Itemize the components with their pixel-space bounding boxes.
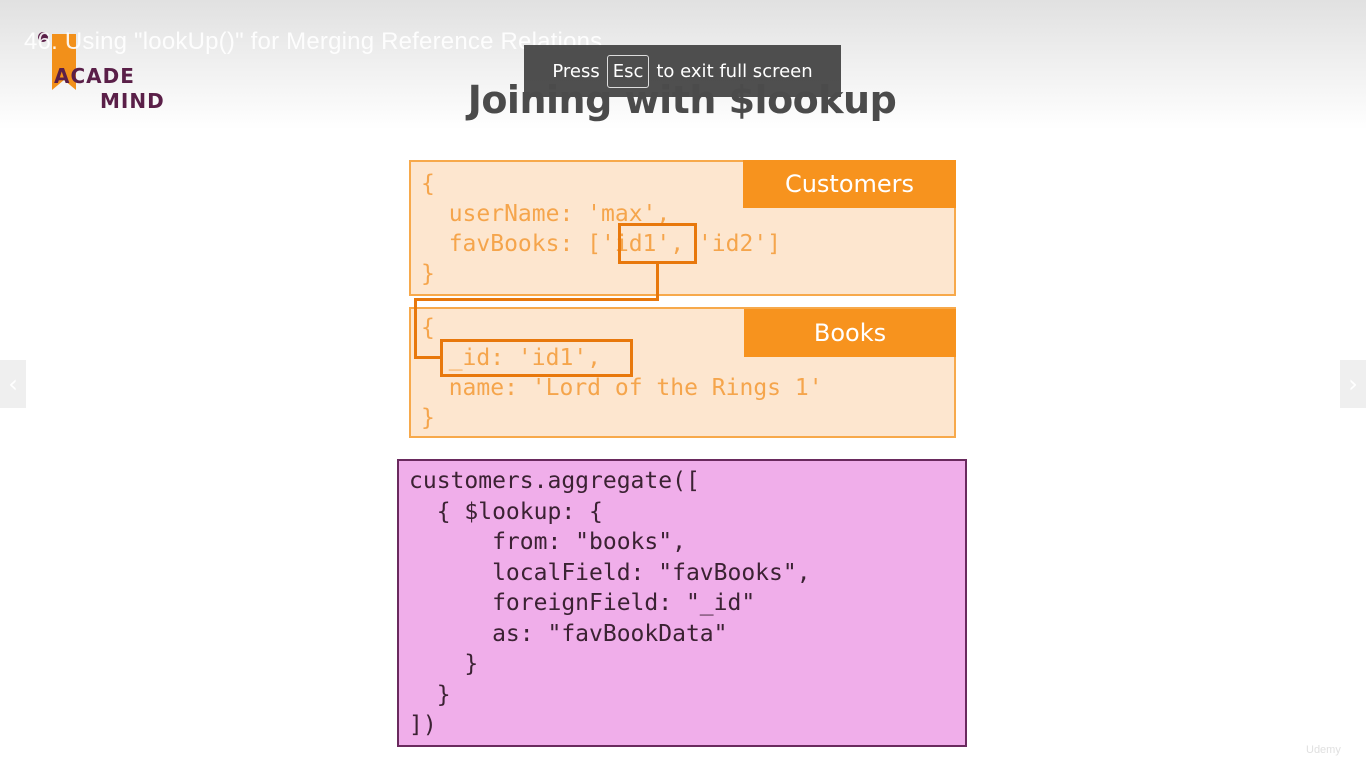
code-line: name: 'Lord of the Rings 1' <box>421 375 823 401</box>
chevron-right-icon: › <box>1348 370 1358 398</box>
id-field-highlight <box>440 339 633 377</box>
code-line: { <box>421 171 435 197</box>
previous-lecture-button[interactable]: ‹ <box>0 360 26 408</box>
aggregate-code-box: customers.aggregate([ { $lookup: { from:… <box>397 459 967 747</box>
id1-highlight <box>618 223 697 264</box>
code-line: localField: "favBooks", <box>409 560 811 586</box>
banner-suffix: to exit full screen <box>656 60 813 82</box>
logo-dot <box>38 32 48 42</box>
udemy-watermark: Udemy <box>1306 744 1341 756</box>
bookmark-icon <box>52 34 76 90</box>
code-line: from: "books", <box>409 529 686 555</box>
code-line: } <box>421 261 435 287</box>
next-lecture-button[interactable]: › <box>1340 360 1366 408</box>
code-line: _id: 'id1', <box>421 345 602 371</box>
code-line: userName: 'max', <box>421 201 671 227</box>
code-line: } <box>409 682 451 708</box>
connector-line <box>414 356 442 359</box>
fullscreen-exit-banner: Press Esc to exit full screen <box>524 45 841 97</box>
logo-text-line1: ACADE <box>54 64 135 88</box>
logo-text-line2: MIND <box>100 89 165 113</box>
connector-line <box>656 262 659 301</box>
code-line: } <box>409 651 479 677</box>
books-document: Books { _id: 'id1', name: 'Lord of the R… <box>409 307 956 438</box>
code-line: as: "favBookData" <box>409 621 728 647</box>
esc-key-badge: Esc <box>606 54 650 88</box>
code-line: customers.aggregate([ <box>409 468 700 494</box>
slide-title: Joining with $lookup <box>467 78 897 122</box>
connector-line <box>414 298 659 301</box>
code-line: foreignField: "_id" <box>409 590 756 616</box>
chevron-left-icon: ‹ <box>8 370 18 398</box>
customers-label: Customers <box>743 160 956 208</box>
banner-prefix: Press <box>552 60 600 82</box>
code-line: { $lookup: { <box>409 499 603 525</box>
connector-line <box>414 298 417 358</box>
customers-document: Customers { userName: 'max', favBooks: [… <box>409 160 956 296</box>
lecture-title: 46. Using "lookUp()" for Merging Referen… <box>24 28 603 55</box>
code-line: ]) <box>409 712 437 738</box>
academind-logo: ACADE MIND <box>38 32 180 113</box>
books-label: Books <box>744 309 956 357</box>
code-line: } <box>421 405 435 431</box>
code-line: { <box>421 315 435 341</box>
code-line: favBooks: ['id1', 'id2'] <box>421 231 782 257</box>
